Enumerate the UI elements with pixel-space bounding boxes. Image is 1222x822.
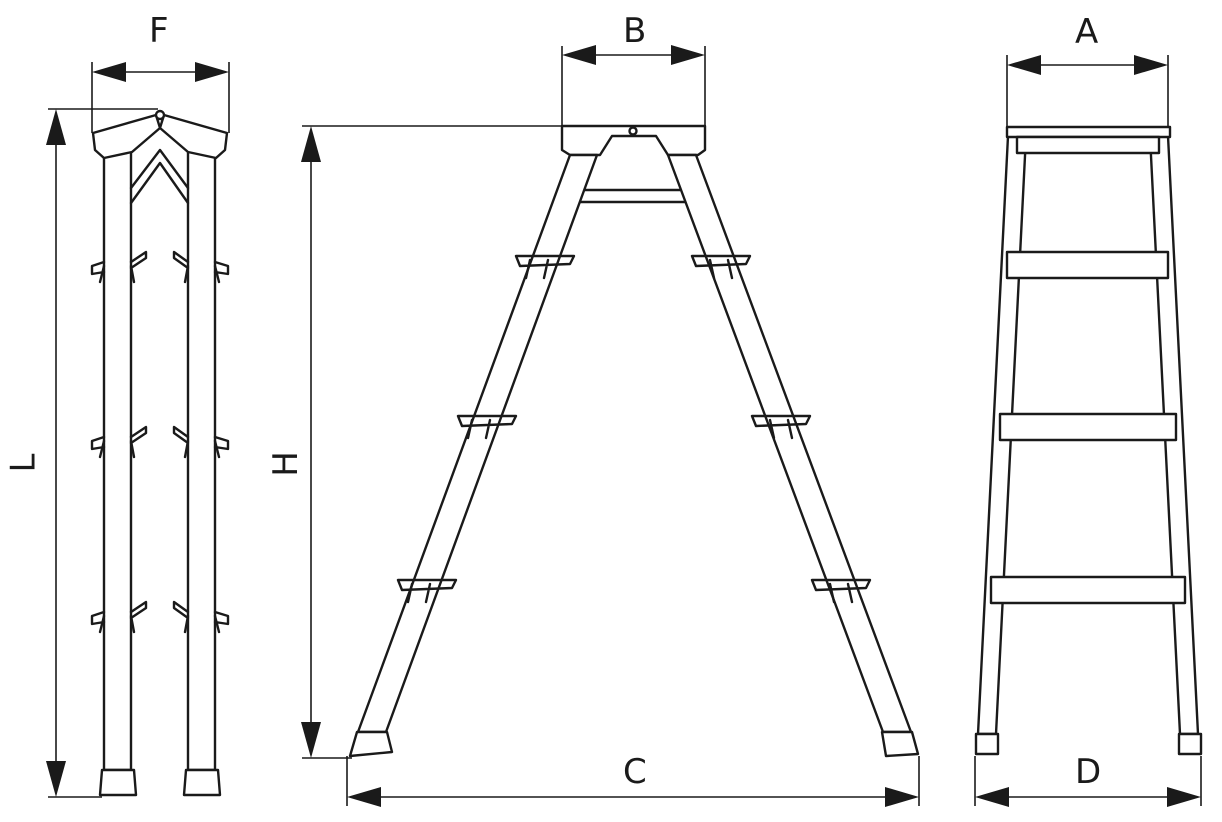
side-step-brackets-right bbox=[690, 254, 872, 604]
folded-right-rail bbox=[186, 146, 217, 772]
front-top-step bbox=[1005, 125, 1172, 139]
dimension-h bbox=[301, 125, 562, 759]
label-a: A bbox=[1075, 12, 1099, 52]
side-right-leg bbox=[666, 153, 913, 734]
folded-right-foot bbox=[182, 768, 222, 797]
dimension-b bbox=[561, 45, 706, 126]
dimension-c bbox=[346, 756, 920, 807]
front-left-foot bbox=[974, 732, 1000, 756]
front-step-1 bbox=[1005, 250, 1170, 280]
front-top-step-lower bbox=[1015, 135, 1161, 155]
folded-left-foot bbox=[98, 768, 138, 797]
side-hinge-pin bbox=[628, 126, 638, 136]
dimension-d bbox=[974, 756, 1202, 807]
front-step-2 bbox=[998, 412, 1178, 442]
dimension-l bbox=[46, 108, 158, 798]
side-cross-bar bbox=[577, 188, 691, 204]
folded-ladder-view bbox=[46, 62, 230, 798]
side-step-brackets-left bbox=[396, 254, 576, 604]
label-l: L bbox=[3, 453, 44, 473]
label-b: B bbox=[623, 11, 647, 51]
side-right-foot bbox=[880, 730, 920, 758]
folded-step-brackets bbox=[90, 250, 230, 634]
folded-left-rail bbox=[102, 146, 133, 772]
label-c: C bbox=[623, 752, 647, 792]
label-h: H bbox=[265, 451, 306, 477]
label-d: D bbox=[1075, 752, 1102, 792]
side-ladder-view bbox=[301, 45, 920, 807]
dimension-a bbox=[1006, 55, 1169, 126]
dimension-f bbox=[91, 62, 230, 133]
folded-top-brace bbox=[129, 148, 190, 205]
front-ladder-view bbox=[974, 55, 1203, 807]
folded-hinge-pin bbox=[154, 109, 166, 121]
front-step-3 bbox=[989, 575, 1187, 605]
folded-right-cap bbox=[158, 113, 229, 160]
side-left-foot bbox=[348, 730, 394, 758]
side-top-cap bbox=[560, 124, 707, 157]
side-left-leg bbox=[356, 153, 599, 734]
folded-left-cap bbox=[91, 113, 162, 160]
front-right-foot bbox=[1177, 732, 1203, 756]
label-f: F bbox=[149, 11, 169, 51]
